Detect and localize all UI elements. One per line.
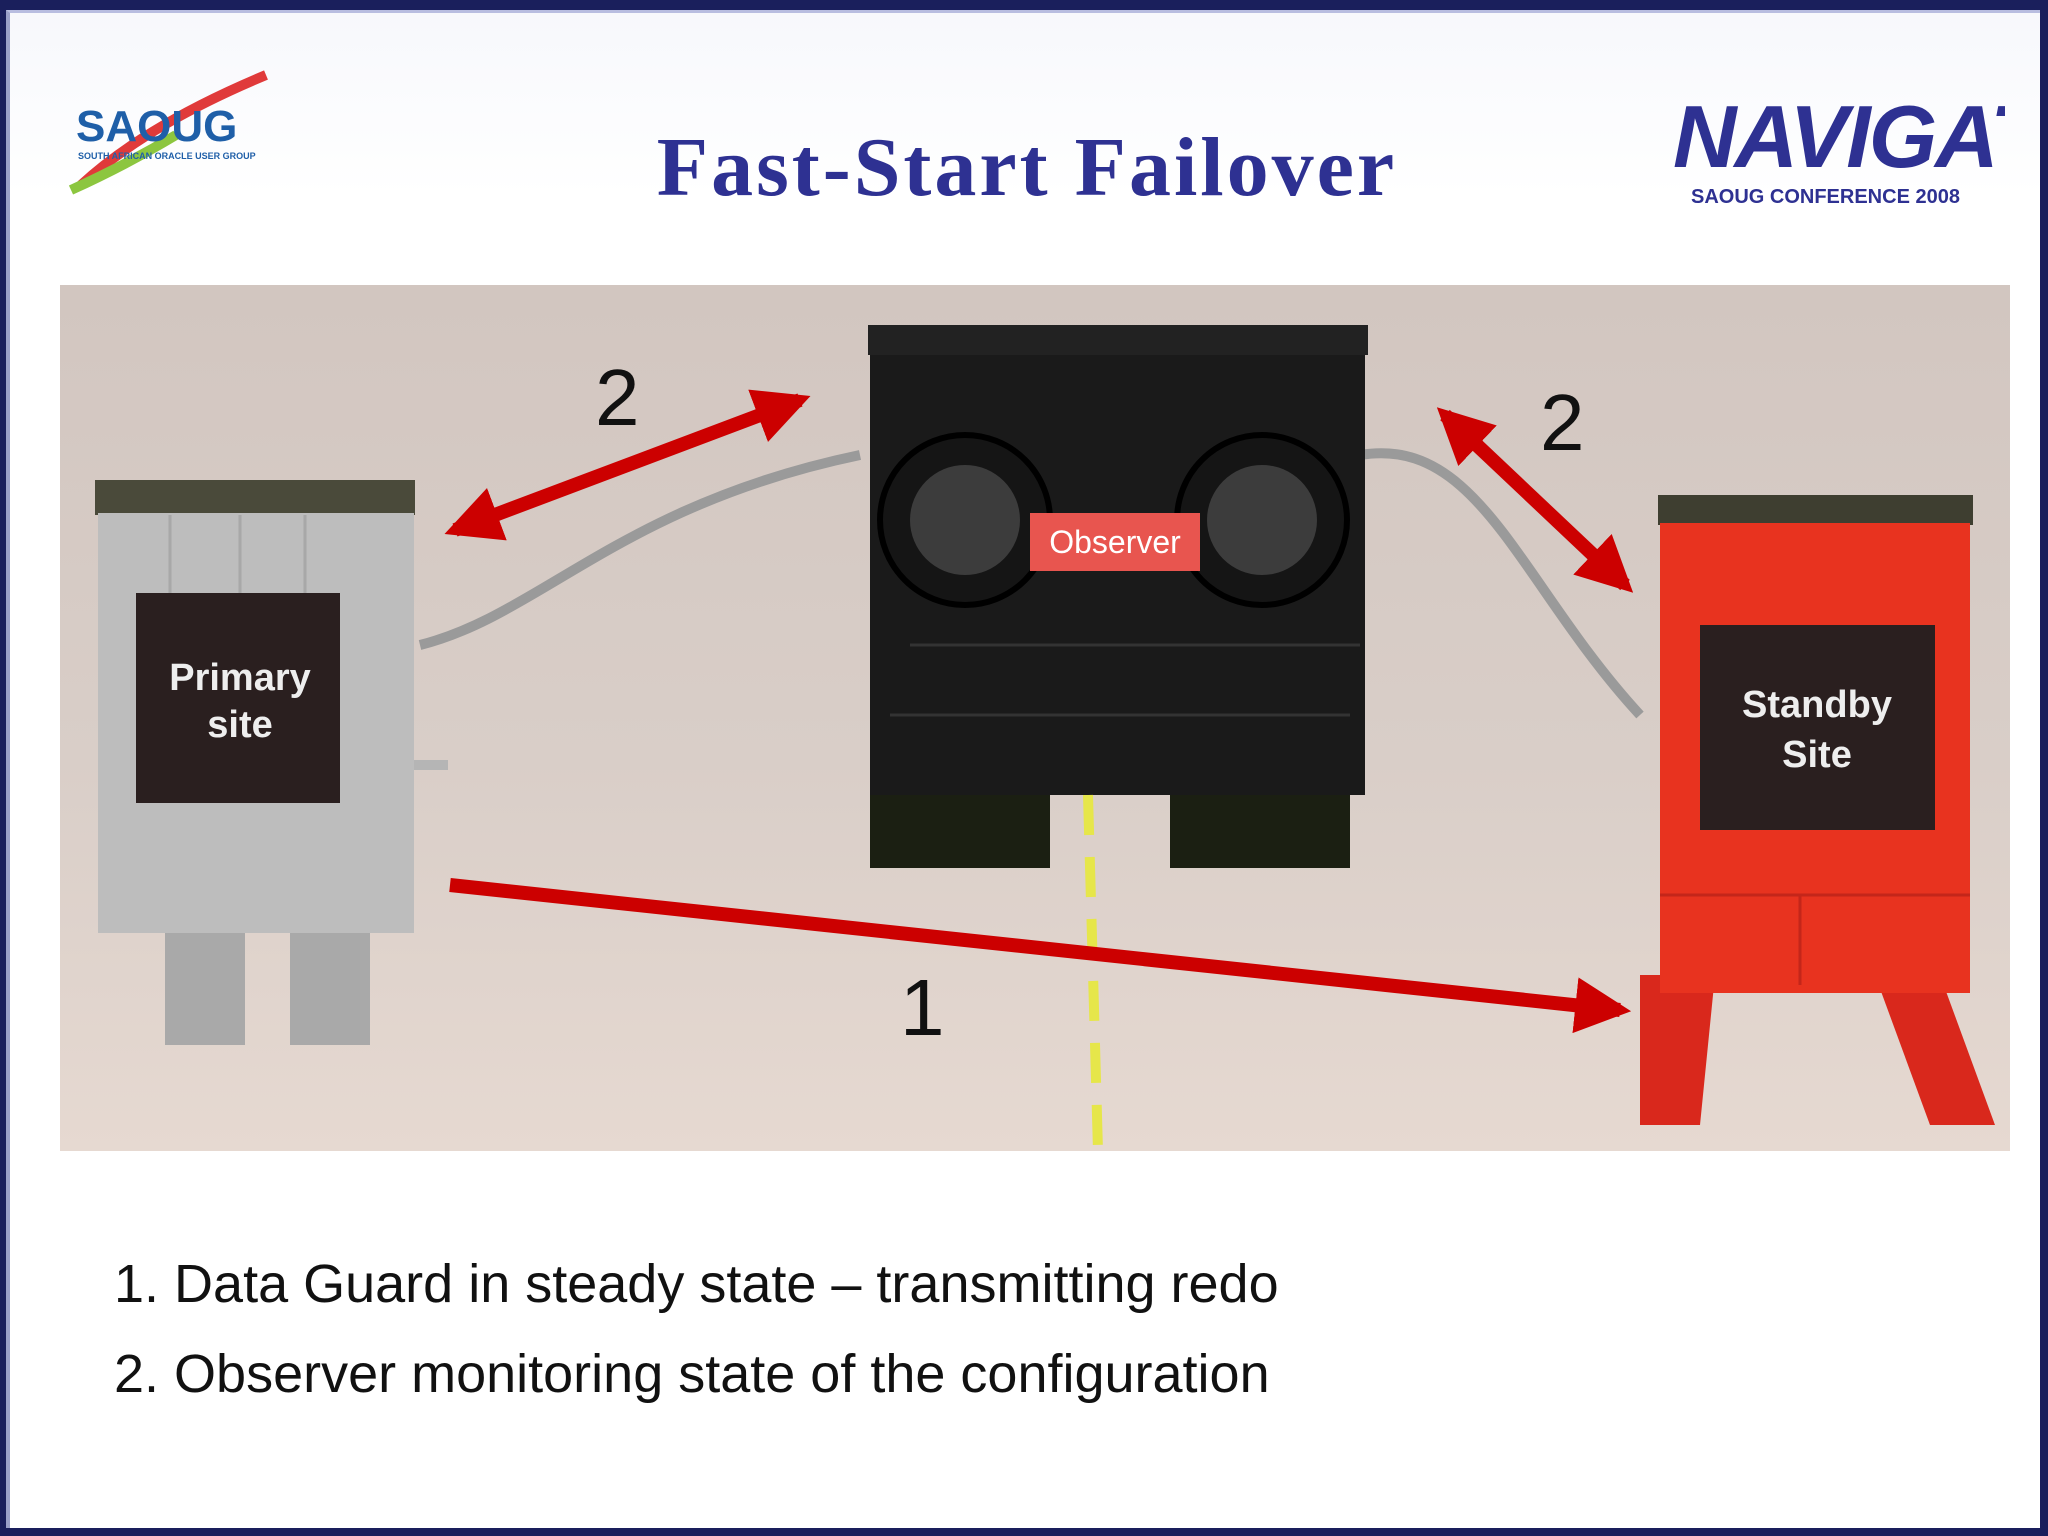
saoug-logo-subtext: SOUTH AFRICAN ORACLE USER GROUP xyxy=(78,151,256,161)
standby-site-roof xyxy=(1658,495,1973,525)
observer: Observer xyxy=(868,325,1368,868)
caption-2: 2. Observer monitoring state of the conf… xyxy=(114,1344,1270,1404)
navigate-logo: NAVIGATE SAOUG CONFERENCE 2008 xyxy=(1673,87,2005,208)
observer-standby-arrow xyxy=(1436,407,1634,593)
standby-site-label-line2: Site xyxy=(1782,734,1852,776)
primary-site-roof xyxy=(95,480,415,515)
slide-title: Fast-Start Failover xyxy=(656,121,1398,214)
observer-sign xyxy=(1030,513,1200,571)
saoug-logo-text: SAOUG xyxy=(76,102,237,151)
saoug-logo: SAOUG SOUTH AFRICAN ORACLE USER GROUP xyxy=(68,70,268,195)
redo-transport-arrow xyxy=(449,878,1632,1034)
navigate-logo-subtext: SAOUG CONFERENCE 2008 xyxy=(1691,186,1960,208)
standby-site: Standby Site xyxy=(1640,495,1995,1125)
standby-site-label-line1: Standby xyxy=(1742,684,1892,726)
observer-label: Observer xyxy=(1049,524,1181,560)
arrow-label-left: 2 xyxy=(595,353,640,442)
navigate-logo-text: NAVIGATE xyxy=(1673,87,2005,186)
primary-site-label-line1: Primary xyxy=(169,657,311,699)
caption-1: 1. Data Guard in steady state – transmit… xyxy=(114,1254,1279,1314)
logo-swoosh-red xyxy=(77,70,268,189)
fast-start-failover-photo: Primary site Observer xyxy=(60,285,2010,1151)
primary-site-sign xyxy=(136,593,340,803)
primary-site-label-line2: site xyxy=(207,704,272,746)
arrow-label-right: 2 xyxy=(1540,378,1585,467)
slide: SAOUG SOUTH AFRICAN ORACLE USER GROUP Fa… xyxy=(6,10,2040,1528)
logo-swoosh-green xyxy=(68,130,179,195)
arrow-label-bottom: 1 xyxy=(900,963,945,1052)
primary-site: Primary site xyxy=(95,480,448,1045)
standby-site-sign xyxy=(1700,625,1935,830)
observer-primary-arrow xyxy=(444,389,811,541)
